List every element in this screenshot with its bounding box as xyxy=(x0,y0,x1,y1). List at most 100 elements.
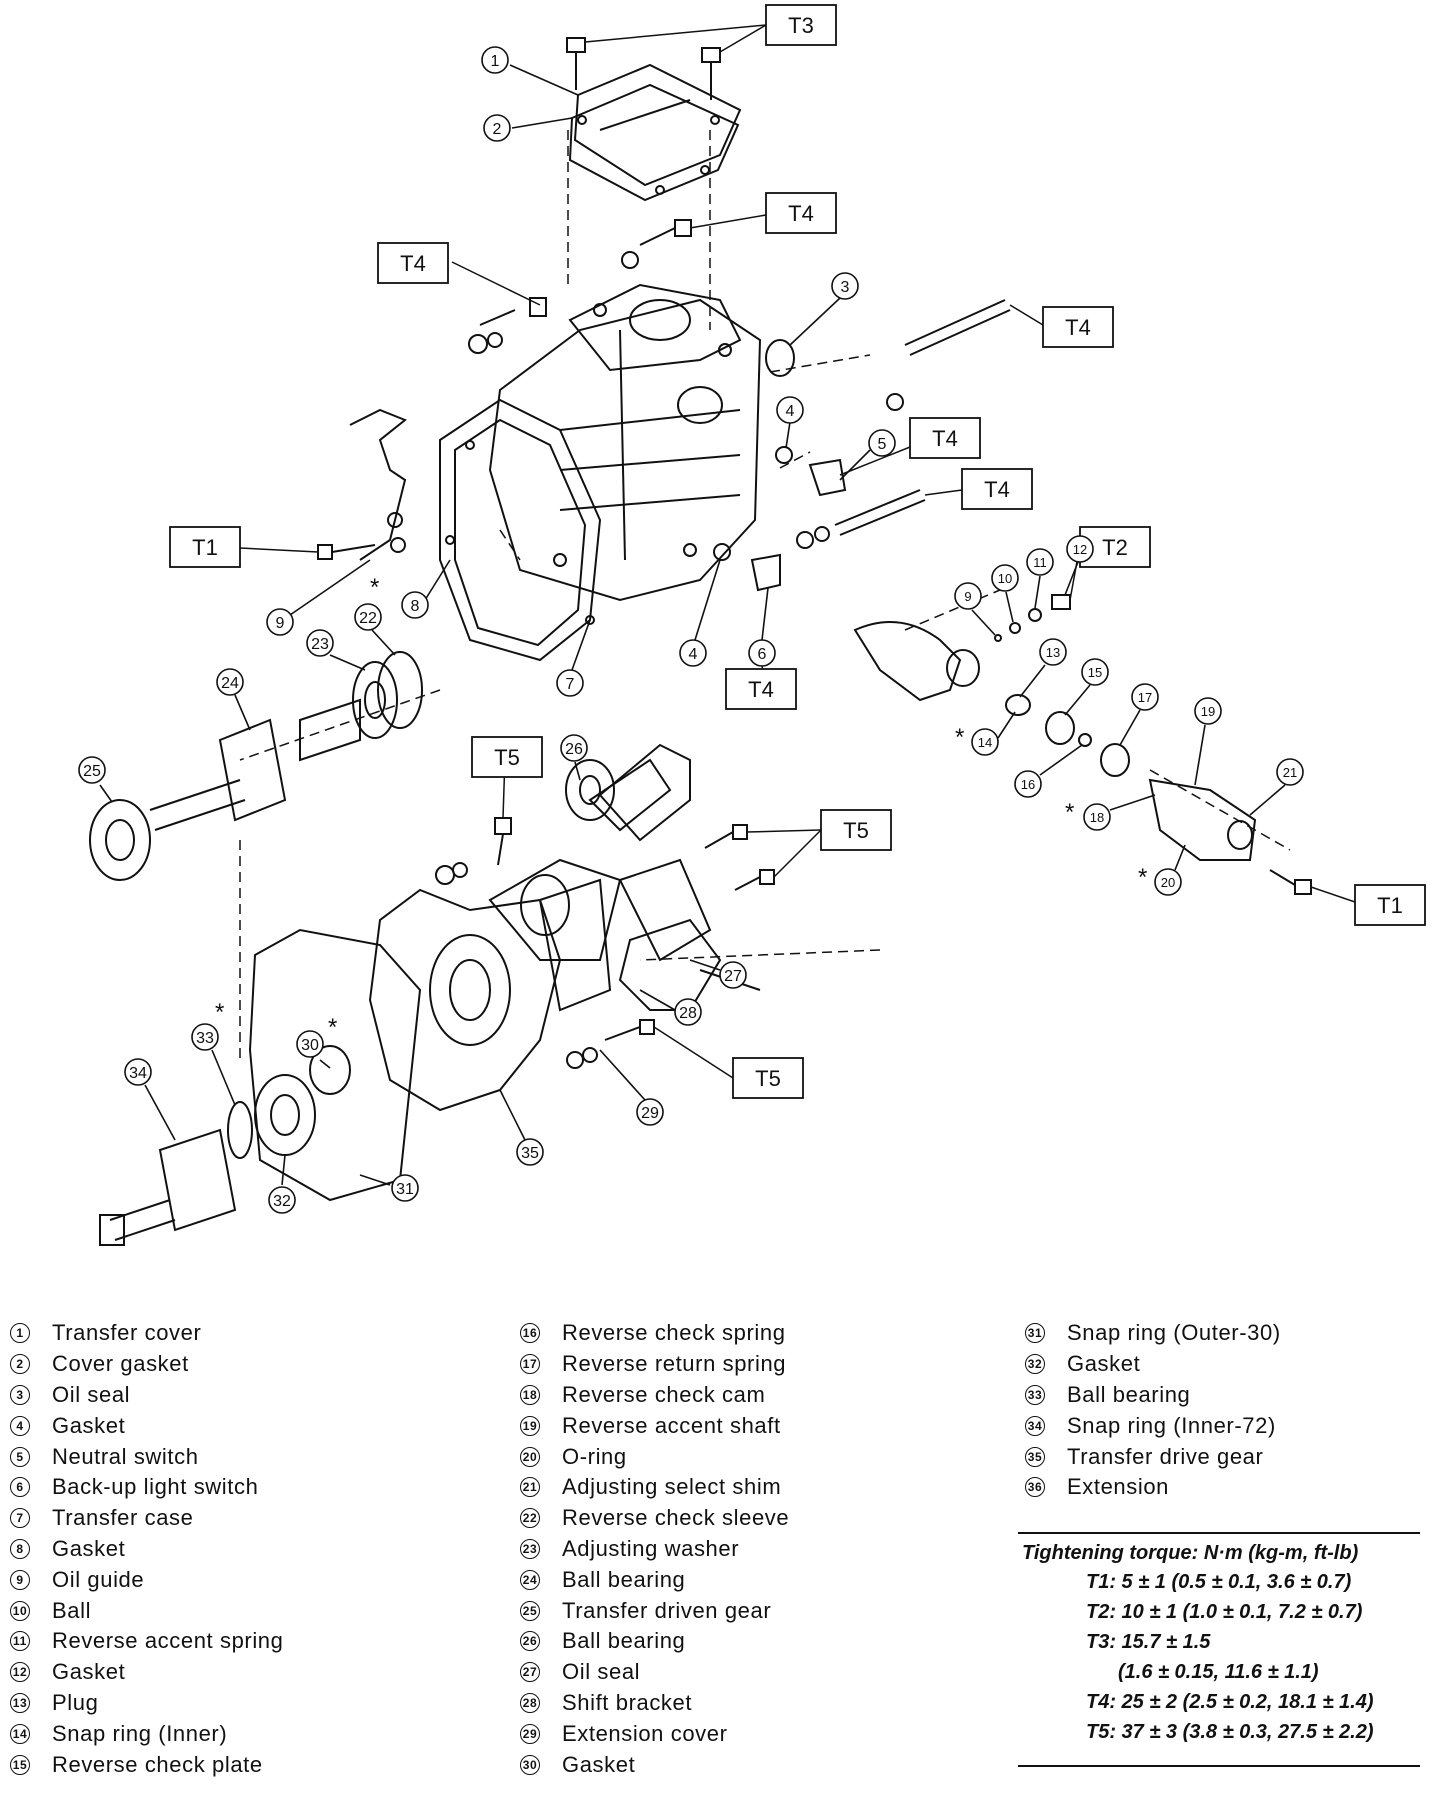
bolts-t4 xyxy=(468,219,1011,549)
legend-label: Plug xyxy=(52,1689,99,1715)
legend-number: 14 xyxy=(10,1723,30,1744)
legend-label: Cover gasket xyxy=(52,1351,189,1377)
legend-item: 6 Back-up light switch xyxy=(10,1472,283,1503)
svg-text:14: 14 xyxy=(978,735,992,750)
svg-text:31: 31 xyxy=(396,1181,414,1198)
legend-label: Extension xyxy=(1067,1474,1170,1500)
legend-label: Gasket xyxy=(1067,1351,1141,1377)
tag-t4-top: T4 xyxy=(765,192,837,234)
callout-12: 11 xyxy=(1026,548,1054,609)
legend-number: 27 xyxy=(520,1662,540,1683)
legend-number: 26 xyxy=(520,1631,540,1652)
svg-text:12: 12 xyxy=(1073,542,1087,557)
legend-label: Oil seal xyxy=(52,1381,131,1407)
torque-t3-values: (1.6 ± 0.15, 11.6 ± 1.1) xyxy=(1118,1661,1319,1683)
legend-number: 22 xyxy=(520,1508,540,1529)
tag-t5-bottom: T5 xyxy=(732,1057,804,1099)
svg-text:T1: T1 xyxy=(1377,893,1403,918)
legend-number: 3 xyxy=(10,1384,30,1405)
legend-number: 16 xyxy=(520,1323,540,1344)
callout-18: 17 xyxy=(1119,683,1159,746)
legend-number: 29 xyxy=(520,1723,540,1744)
divider xyxy=(1018,1532,1420,1534)
svg-text:32: 32 xyxy=(273,1193,291,1210)
svg-text:*: * xyxy=(1138,864,1147,891)
svg-text:33: 33 xyxy=(196,1030,214,1047)
callout-31: 30 xyxy=(296,1030,331,1069)
torque-t3: T3: 15.7 ± 1.5 xyxy=(1086,1631,1211,1653)
svg-text:24: 24 xyxy=(221,675,239,692)
callouts: 1 2 3 4 5 4 6 7 8 9 9 10 11 12 13 14 15 … xyxy=(78,46,1304,1214)
callout-30: 29 xyxy=(599,1049,664,1126)
svg-text:T2: T2 xyxy=(1102,535,1128,560)
legend-label: Reverse check plate xyxy=(52,1751,263,1777)
svg-text:9: 9 xyxy=(964,589,971,604)
legend-label: Oil guide xyxy=(52,1566,145,1592)
legend-number: 1 xyxy=(10,1323,30,1344)
callout-20: 19 xyxy=(1194,697,1222,786)
callout-21: 20 xyxy=(1154,844,1186,896)
callout-26: 25 xyxy=(78,756,113,803)
legend-number: 6 xyxy=(10,1477,30,1498)
asterisks: * * * * * * xyxy=(215,574,1147,1041)
exploded-view-diagram: T3 T4 T4 T4 T4 T4 T4 T1 T2 T5 T5 T5 T1 1… xyxy=(78,4,1426,1246)
callout-22: 21 xyxy=(1249,758,1304,816)
svg-text:4: 4 xyxy=(689,646,698,663)
legend-number: 21 xyxy=(520,1477,540,1498)
svg-text:15: 15 xyxy=(1088,665,1102,680)
svg-text:3: 3 xyxy=(841,279,850,296)
legend-number: 8 xyxy=(10,1538,30,1559)
legend-number: 35 xyxy=(1025,1446,1045,1467)
svg-text:*: * xyxy=(328,1014,337,1041)
callout-3: 3 xyxy=(789,272,859,346)
callout-9: 9 xyxy=(266,559,371,636)
legend-item: 1 Transfer cover xyxy=(10,1318,283,1349)
legend-label: Shift bracket xyxy=(562,1689,693,1715)
svg-text:*: * xyxy=(1065,799,1074,826)
legend-number: 30 xyxy=(520,1754,540,1775)
legend-label: Transfer cover xyxy=(52,1320,202,1346)
tag-t4-bolt: T4 xyxy=(961,468,1033,510)
legend-label: Snap ring (Outer-30) xyxy=(1067,1320,1281,1346)
svg-text:30: 30 xyxy=(301,1037,319,1054)
callout-23: 22 xyxy=(354,603,396,656)
svg-text:T1: T1 xyxy=(192,535,218,560)
callout-29: 28 xyxy=(639,989,702,1026)
svg-text:19: 19 xyxy=(1201,704,1215,719)
legend-label: Ball xyxy=(52,1597,92,1623)
tag-t5-top: T5 xyxy=(471,736,543,778)
legend-number: 5 xyxy=(10,1446,30,1467)
legend-number: 9 xyxy=(10,1569,30,1590)
transfer-cover-drawing xyxy=(566,37,742,202)
driven-gear-assembly xyxy=(89,651,423,881)
svg-text:9: 9 xyxy=(276,615,285,632)
svg-text:T4: T4 xyxy=(984,477,1010,502)
svg-text:8: 8 xyxy=(411,598,420,615)
callout-28: 27 xyxy=(689,959,747,989)
tag-t1-right: T1 xyxy=(1354,884,1426,926)
legend-label: Back-up light switch xyxy=(52,1474,259,1500)
tag-t4-left: T4 xyxy=(377,242,449,284)
callout-13: 12 xyxy=(1064,535,1094,596)
legend-label: Transfer case xyxy=(52,1505,194,1531)
